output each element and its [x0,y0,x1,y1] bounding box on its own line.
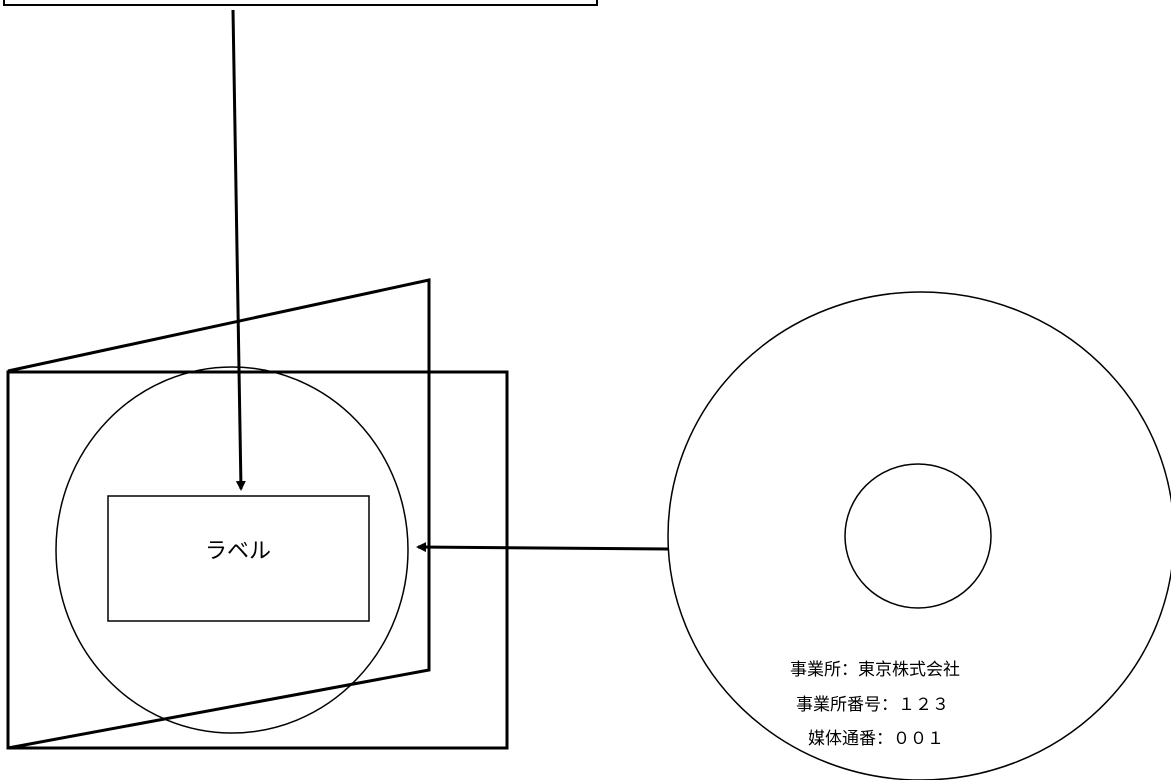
disc-text-office-number: 事業所番号：１２３ [796,695,949,715]
disc-text-office: 事業所：東京株式会社 [790,660,960,680]
disc-text-media-serial: 媒体通番：００１ [808,729,944,749]
case-lid [7,278,431,750]
disc-outer [667,291,1171,780]
arrow-disc-to-case [416,542,670,553]
callout-box-top [3,0,598,6]
case-front-frame [6,370,509,750]
label-box [107,495,370,622]
case-disc-circle [55,366,409,734]
disc-hub [844,463,992,609]
label-box-text: ラベル [205,539,271,564]
arrow-callout-to-label [231,9,246,491]
